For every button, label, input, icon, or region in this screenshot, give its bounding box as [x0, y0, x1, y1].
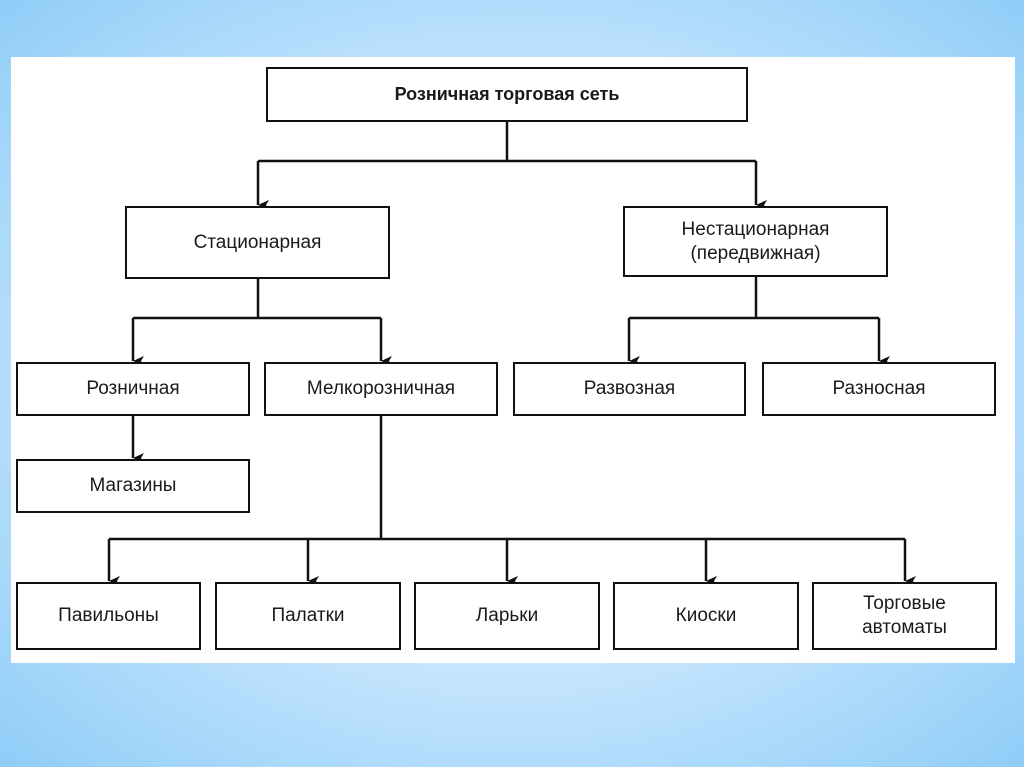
- node-stationary: Стационарная: [125, 206, 390, 279]
- node-pavilions: Павильоны: [16, 582, 201, 650]
- node-retail: Розничная: [16, 362, 250, 416]
- node-kiosks: Киоски: [613, 582, 799, 650]
- node-stalls: Ларьки: [414, 582, 600, 650]
- node-stores: Магазины: [16, 459, 250, 513]
- node-mobile: Нестационарная (передвижная): [623, 206, 888, 277]
- node-delivery: Развозная: [513, 362, 746, 416]
- node-vending-machines: Торговые автоматы: [812, 582, 997, 650]
- node-peddling: Разносная: [762, 362, 996, 416]
- node-retail-network: Розничная торговая сеть: [266, 67, 748, 122]
- node-small-retail: Мелкорозничная: [264, 362, 498, 416]
- diagram-canvas: [11, 57, 1015, 663]
- node-tents: Палатки: [215, 582, 401, 650]
